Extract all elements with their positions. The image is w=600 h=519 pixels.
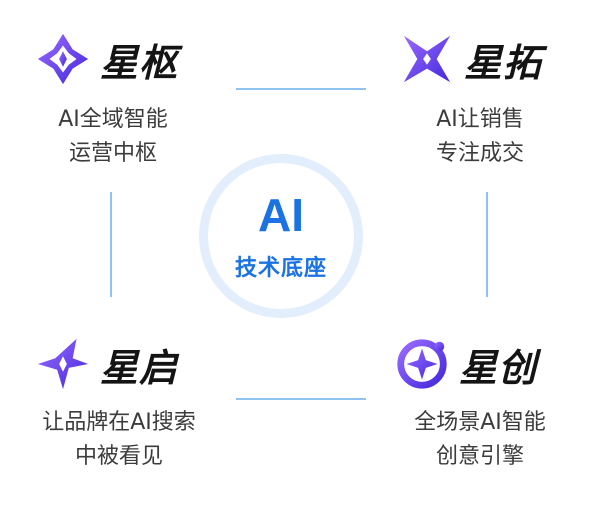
description-line: 全场景AI智能 (414, 410, 546, 435)
product-xingshu: 星枢 (34, 30, 178, 88)
hub-subtitle: 技术底座 (234, 256, 327, 281)
description-line: 创意引擎 (435, 444, 524, 469)
circle-spark-icon (397, 339, 447, 389)
diamond-star-icon (37, 33, 89, 85)
connector-bottom (236, 398, 366, 400)
product-name: 星创 (459, 345, 538, 390)
product-name: 星启 (100, 345, 179, 390)
product-xingqi: 星启 (34, 335, 178, 393)
description-line: AI让销售 (436, 107, 524, 132)
product-description: 全场景AI智能 创意引擎 (380, 406, 580, 474)
hub-title: AI (258, 189, 304, 241)
description-line: 专注成交 (435, 141, 524, 166)
ai-hub-inner: AI 技术底座 (208, 163, 354, 309)
product-description: AI让销售 专注成交 (395, 103, 565, 171)
description-line: 中被看见 (74, 444, 163, 469)
product-description: AI全域智能 运营中枢 (28, 103, 198, 171)
description-line: 让品牌在AI搜索 (42, 410, 196, 435)
product-xingtuo: 星拓 (398, 30, 542, 88)
connector-right (486, 192, 488, 297)
product-name: 星枢 (100, 40, 179, 85)
shooting-star-icon (37, 338, 89, 390)
description-line: 运营中枢 (68, 141, 157, 166)
connector-top (236, 88, 366, 90)
product-name: 星拓 (464, 40, 543, 85)
description-line: AI全域智能 (58, 107, 168, 132)
x-star-icon (403, 35, 451, 83)
ai-hub: AI 技术底座 (199, 154, 363, 318)
product-description: 让品牌在AI搜索 中被看见 (14, 406, 224, 474)
connector-left (110, 192, 112, 297)
product-xingchuang: 星创 (393, 335, 537, 393)
